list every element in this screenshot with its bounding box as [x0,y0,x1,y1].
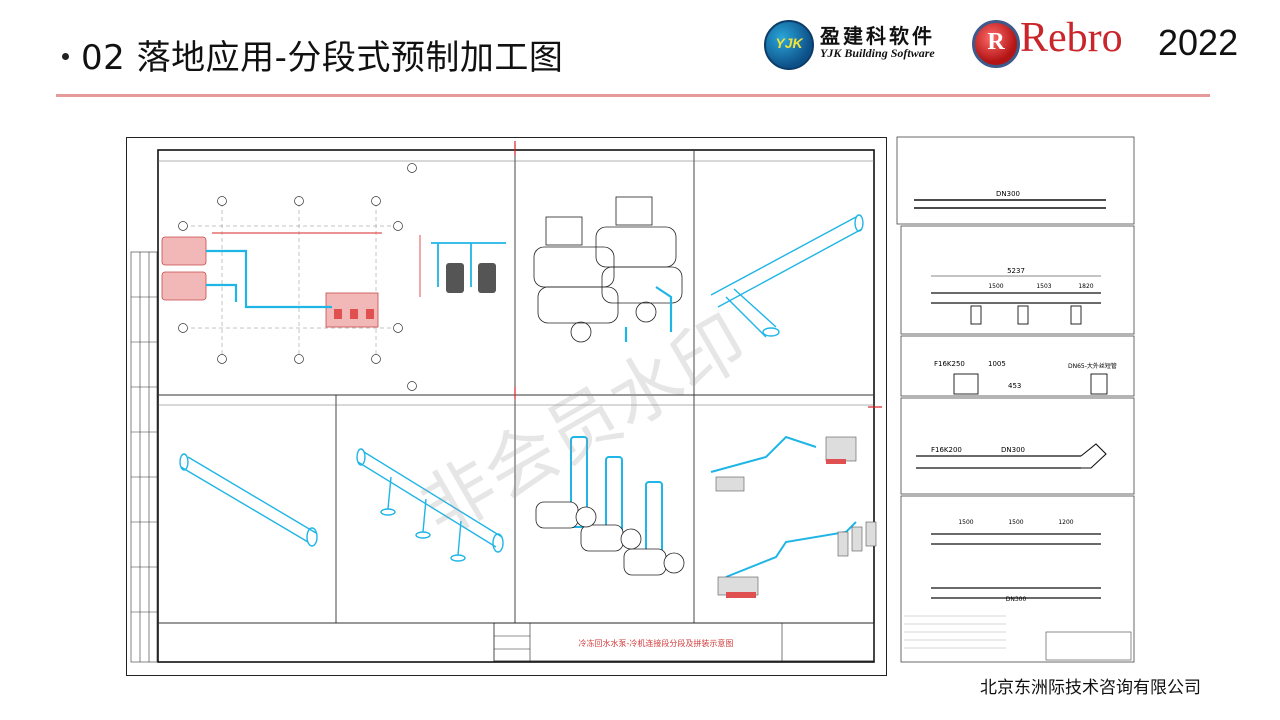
title-underline [56,94,1210,97]
detail-sheet-4: F16K200 DN300 [900,397,1135,495]
detail-sheet-5: 1500 1500 1200 DN300 [900,495,1135,663]
detail-sheet-3: F16K250 1005 453 DN65-大外丝短管 [900,335,1135,397]
rebro-logo-icon: R [972,20,1020,68]
pipe-detail-sheets: DN300 5237 1500 1503 1820 F16K250 1005 4… [896,136,1135,663]
detail-sheet-1: DN300 [896,136,1135,225]
svg-text:5237: 5237 [1007,267,1025,275]
svg-text:DN65-大外丝短管: DN65-大外丝短管 [1068,362,1117,370]
svg-text:1500: 1500 [958,519,973,526]
pump-iso-panel [535,436,685,576]
svg-text:F16K250: F16K250 [934,360,965,368]
detail-sheet-2: 5237 1500 1503 1820 [900,225,1135,335]
bullet-dot [62,52,69,60]
assembly-iso-panel [710,435,877,598]
svg-text:1500: 1500 [1008,519,1023,526]
svg-text:DN300: DN300 [1001,446,1025,454]
svg-text:F16K200: F16K200 [931,446,962,454]
svg-text:453: 453 [1008,382,1021,390]
svg-text:DN300: DN300 [996,190,1020,198]
rebro-year: 2022 [1158,22,1239,63]
pipe-iso-panel-1 [710,214,864,338]
svg-text:1200: 1200 [1058,519,1073,526]
slide-title: 02 落地应用-分段式预制加工图 [81,37,564,78]
slide-title-group: 02 落地应用-分段式预制加工图 [62,28,563,80]
svg-text:1005: 1005 [988,360,1006,368]
svg-text:DN300: DN300 [1006,596,1027,603]
pipe-iso-panel-3 [356,448,504,562]
yjk-logo-icon: YJK [764,20,814,70]
svg-text:1503: 1503 [1036,283,1051,290]
company-footer: 北京东洲际技术咨询有限公司 [980,678,1201,698]
title-block-caption: 冷冻回水水泵-冷机连接段分段及拼装示意图 [579,638,734,648]
yjk-brand-cn: 盈建科软件 [820,24,935,48]
svg-text:1500: 1500 [988,283,1003,290]
rebro-brand: Rebro [1020,15,1123,61]
left-title-strip [130,251,158,663]
svg-text:1820: 1820 [1078,283,1093,290]
chiller-iso-panel [533,196,683,343]
cad-drawing-sheet: 冷冻回水水泵-冷机连接段分段及拼装示意图 非会员水印 [126,137,887,676]
title-block: 冷冻回水水泵-冷机连接段分段及拼装示意图 [493,622,875,662]
pipe-iso-panel-2 [179,453,318,547]
plan-view-panel [161,163,506,391]
yjk-brand-en: YJK Building Software [820,46,935,60]
